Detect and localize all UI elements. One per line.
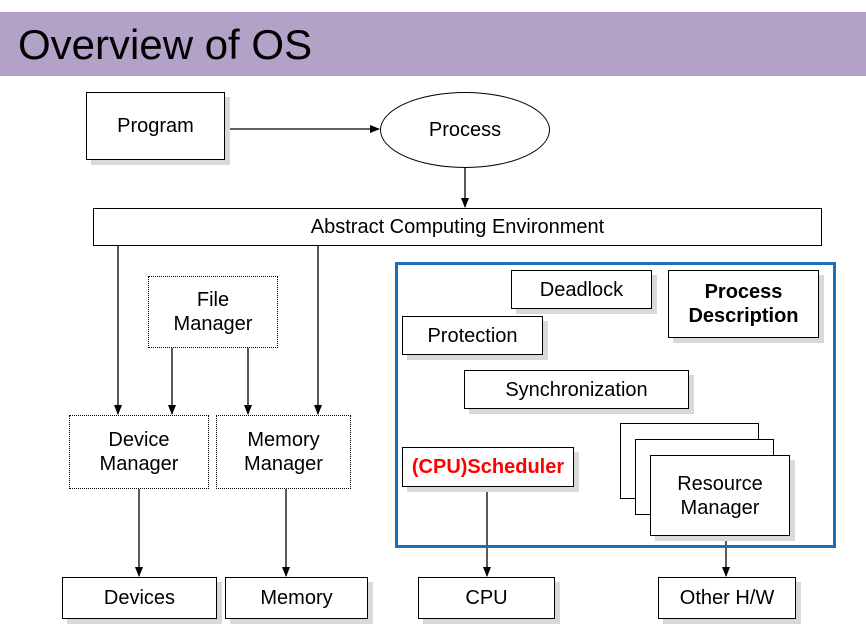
- device-manager-box: Device Manager: [69, 415, 209, 489]
- process-oval: Process: [380, 92, 550, 168]
- file-manager-line1: File: [196, 289, 230, 311]
- scheduler-box: (CPU)Scheduler: [402, 447, 574, 487]
- title-bar: Overview of OS: [0, 12, 866, 76]
- cpu-label: CPU: [465, 587, 508, 609]
- devices-label: Devices: [103, 587, 176, 609]
- memory-label: Memory: [260, 587, 333, 609]
- program-box: Program: [86, 92, 225, 160]
- synchronization-box: Synchronization: [464, 370, 689, 409]
- ace-label: Abstract Computing Environment: [310, 216, 605, 238]
- process-manager-frame: [395, 262, 836, 548]
- process-description-line1: Process: [704, 281, 783, 303]
- page-title: Overview of OS: [18, 21, 313, 68]
- file-manager-line2: Manager: [173, 313, 253, 335]
- program-label: Program: [117, 115, 194, 137]
- file-manager-box: File Manager: [148, 276, 278, 348]
- process-label: Process: [428, 119, 502, 141]
- process-description-box: Process Description: [668, 270, 819, 338]
- devices-box: Devices: [62, 577, 217, 619]
- device-manager-line1: Device: [108, 429, 170, 451]
- device-manager-line2: Manager: [99, 453, 179, 475]
- memory-manager-line2: Manager: [244, 453, 323, 475]
- deadlock-label: Deadlock: [539, 278, 624, 301]
- ace-box: Abstract Computing Environment: [93, 208, 822, 246]
- memory-box: Memory: [225, 577, 368, 619]
- memory-manager-line1: Memory: [247, 429, 320, 451]
- resource-manager-box: Resource Manager: [650, 455, 790, 536]
- resource-manager-line1: Resource: [677, 472, 763, 495]
- deadlock-box: Deadlock: [511, 270, 652, 309]
- memory-manager-box: Memory Manager: [216, 415, 351, 489]
- other-hw-label: Other H/W: [679, 587, 775, 609]
- synchronization-label: Synchronization: [505, 378, 648, 401]
- cpu-box: CPU: [418, 577, 555, 619]
- scheduler-label: (CPU)Scheduler: [411, 456, 565, 478]
- other-hw-box: Other H/W: [658, 577, 796, 619]
- protection-box: Protection: [402, 316, 543, 355]
- resource-manager-line2: Manager: [680, 496, 760, 519]
- process-description-line2: Description: [688, 305, 799, 327]
- protection-label: Protection: [427, 324, 518, 347]
